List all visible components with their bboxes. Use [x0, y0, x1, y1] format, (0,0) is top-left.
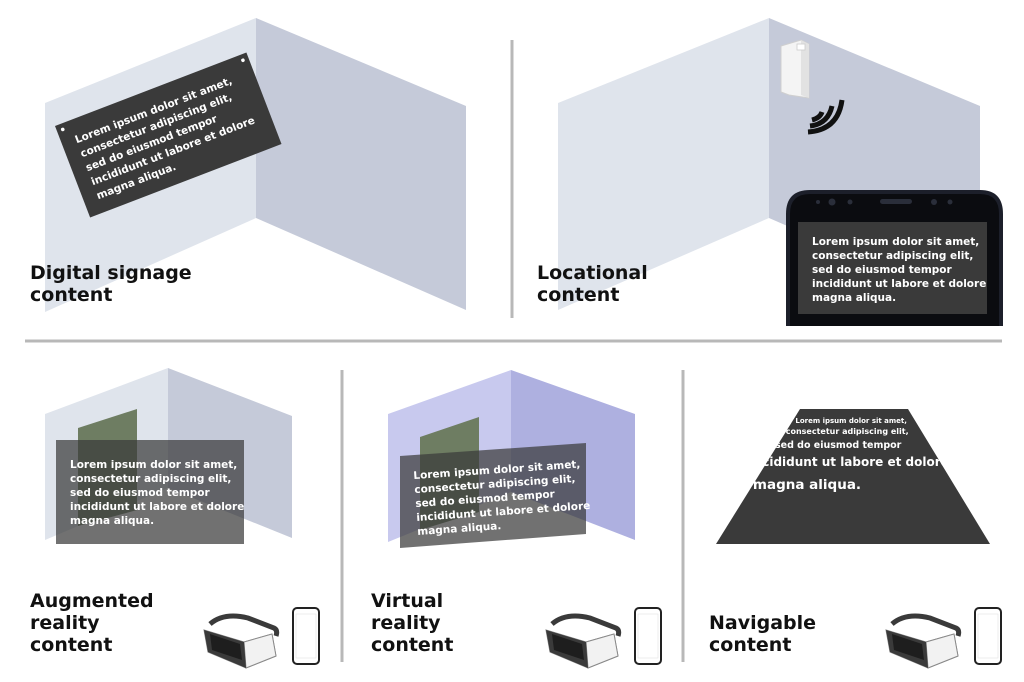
- ar-overlay-panel: [56, 440, 244, 544]
- section-digital-signage: Lorem ipsum dolor sit amet, consectetur …: [45, 18, 466, 312]
- lorem-line: consectetur adipiscing elit,: [786, 427, 909, 436]
- wall-right: [256, 18, 466, 310]
- lorem-line: consectetur adipiscing elit,: [70, 473, 231, 485]
- lorem-line: sed do eiusmod tempor: [812, 264, 953, 276]
- wall-left: [558, 18, 769, 310]
- vr-headset-icon: [546, 616, 619, 668]
- lorem-line: sed do eiusmod tempor: [70, 487, 211, 499]
- vr-headset-icon: [886, 616, 959, 668]
- smartphone-icon: [974, 607, 1002, 665]
- beacon-device-icon: [780, 39, 810, 99]
- label-augmented-reality: Augmented reality content: [30, 590, 154, 656]
- smartphone-icon: [634, 607, 662, 665]
- lorem-line: consectetur adipiscing elit,: [812, 250, 973, 262]
- vr-headset-icon: [204, 616, 277, 668]
- lorem-line: magna aliqua.: [753, 477, 861, 493]
- section-locational: Lorem ipsum dolor sit amet, consectetur …: [558, 18, 1003, 326]
- smartphone-icon: [292, 607, 320, 665]
- floor-panel: [716, 409, 990, 544]
- label-locational: Locational content: [537, 262, 648, 306]
- lorem-line: magna aliqua.: [417, 520, 502, 538]
- smartphone-icon: Lorem ipsum dolor sit amet, consectetur …: [786, 190, 1003, 326]
- lorem-line: magna aliqua.: [70, 515, 154, 527]
- lorem-line: sed do eiusmod tempor: [775, 440, 902, 451]
- lorem-line: Lorem ipsum dolor sit amet,: [812, 236, 979, 248]
- lorem-line: incididunt ut labore et dolore: [812, 278, 986, 290]
- lorem-line: incididunt ut labore et dolore: [750, 455, 949, 469]
- lorem-text: Lorem ipsum dolor sit amet, consectetur …: [70, 459, 248, 527]
- section-virtual-reality: Lorem ipsum dolor sit amet, consectetur …: [388, 370, 635, 548]
- wireless-signal-icon: [807, 99, 845, 135]
- lorem-line: magna aliqua.: [812, 292, 896, 304]
- lorem-line: incididunt ut labore et dolore: [70, 501, 244, 513]
- lorem-text: Lorem ipsum dolor sit amet, consectetur …: [812, 236, 990, 304]
- section-augmented-reality: Lorem ipsum dolor sit amet, consectetur …: [45, 368, 292, 544]
- vr-overlay-panel: [400, 443, 586, 548]
- label-digital-signage: Digital signage content: [30, 262, 192, 306]
- lorem-text: Lorem ipsum dolor sit amet, consectetur …: [750, 414, 953, 493]
- lorem-line: Lorem ipsum dolor sit amet,: [70, 459, 237, 471]
- section-navigable: Lorem ipsum dolor sit amet, consectetur …: [716, 409, 990, 544]
- lorem-line: Lorem ipsum dolor sit amet,: [795, 417, 907, 425]
- label-navigable: Navigable content: [709, 612, 817, 656]
- label-virtual-reality: Virtual reality content: [371, 590, 454, 656]
